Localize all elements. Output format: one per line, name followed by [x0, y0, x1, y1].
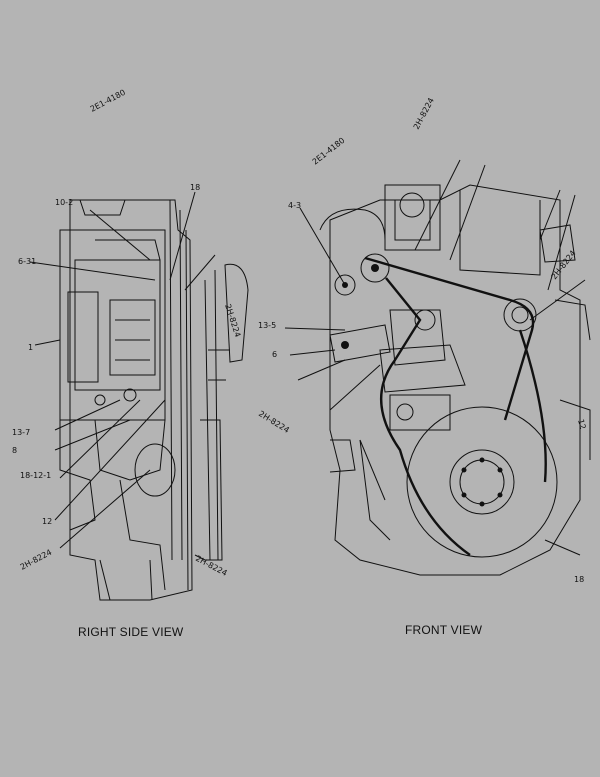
callout-left-b: 18: [190, 183, 200, 192]
callout-left-g: 12: [42, 517, 52, 526]
callout-front-a: 4-3: [288, 201, 301, 210]
callout-front-c: 6: [272, 350, 277, 359]
callout-front-right: 2H-8224: [549, 249, 577, 282]
callout-left-a: 10-2: [55, 198, 73, 207]
callout-left-bottom: 2H-8224: [19, 548, 54, 572]
callout-left-e: 8: [12, 446, 17, 455]
callout-top-left: 2E1-4180: [89, 88, 127, 114]
callout-left-h: 1: [28, 343, 33, 352]
callout-front-center: 2H-8224: [257, 409, 291, 435]
callout-top-right: 2H-8224: [412, 96, 436, 131]
callout-left-c: 6-31: [18, 257, 36, 266]
callout-left-d: 13-7: [12, 428, 30, 437]
callout-front-bottom-right: 18: [574, 575, 584, 584]
callout-front-right-b: 12: [576, 418, 587, 430]
right-side-view-drawing: [29, 191, 249, 601]
front-view-caption: FRONT VIEW: [405, 623, 483, 637]
right-side-view-caption: RIGHT SIDE VIEW: [78, 625, 184, 639]
front-view-drawing: [284, 159, 591, 576]
callout-left-bottom-right: 2H-8224: [194, 554, 229, 578]
callout-left-f: 18-12-1: [20, 471, 51, 480]
callout-front-b: 13-5: [258, 321, 276, 330]
callout-mid-rotated: 2H-8224: [223, 303, 242, 338]
callout-center: 2E1-4180: [311, 136, 347, 167]
